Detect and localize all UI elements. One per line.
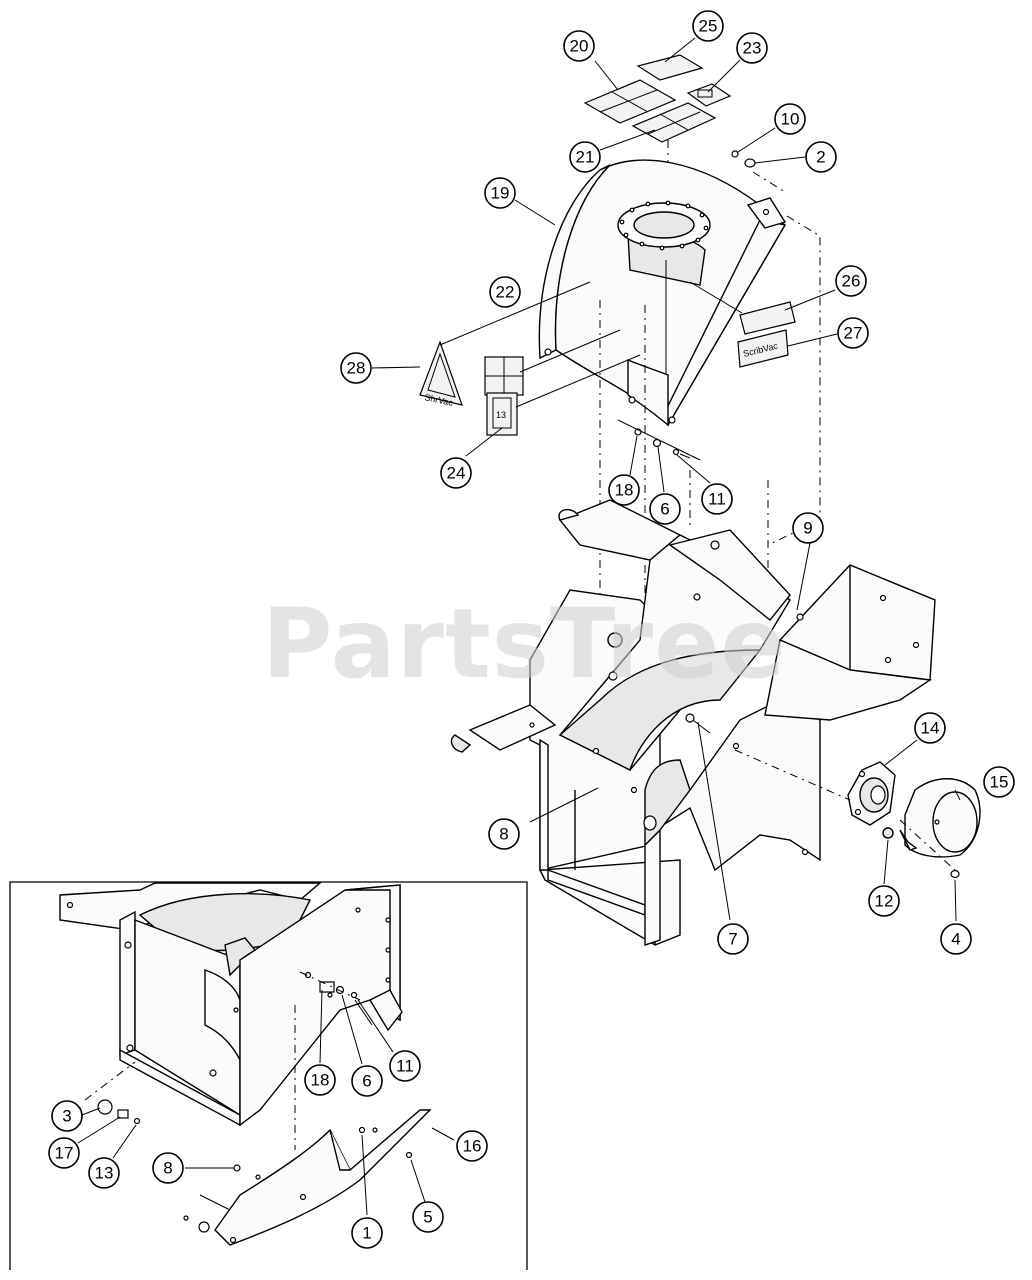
svg-text:6: 6 bbox=[362, 1072, 371, 1091]
callout-2[interactable]: 2 bbox=[805, 141, 837, 173]
svg-text:9: 9 bbox=[803, 519, 812, 538]
callout-8-inset[interactable]: 8 bbox=[152, 1152, 184, 1184]
svg-text:7: 7 bbox=[728, 930, 737, 949]
callout-23[interactable]: 23 bbox=[736, 32, 768, 64]
inset-detail bbox=[9, 881, 528, 1270]
callouts: 20 25 23 10 2 21 19 22 26 27 28 24 18 6 … bbox=[48, 10, 1015, 1249]
callout-15[interactable]: 15 bbox=[983, 766, 1015, 798]
callout-25[interactable]: 25 bbox=[692, 10, 724, 42]
callout-13[interactable]: 13 bbox=[88, 1157, 120, 1189]
callout-12[interactable]: 12 bbox=[868, 885, 900, 917]
callout-7[interactable]: 7 bbox=[717, 923, 749, 955]
svg-text:12: 12 bbox=[875, 892, 894, 911]
callout-20[interactable]: 20 bbox=[563, 30, 595, 62]
callout-18-inset[interactable]: 18 bbox=[304, 1064, 336, 1096]
svg-text:11: 11 bbox=[396, 1057, 414, 1076]
housing-assembly bbox=[450, 499, 936, 946]
svg-text:15: 15 bbox=[990, 773, 1009, 792]
callout-18[interactable]: 18 bbox=[608, 474, 640, 506]
chute-assembly: ScribVac ShrVac 13 bbox=[419, 54, 796, 461]
decal-28 bbox=[419, 340, 463, 406]
svg-text:24: 24 bbox=[447, 464, 466, 483]
svg-text:13: 13 bbox=[95, 1164, 114, 1183]
decal-27 bbox=[737, 329, 789, 368]
leader-lines bbox=[77, 37, 961, 1216]
svg-text:19: 19 bbox=[491, 184, 510, 203]
svg-text:23: 23 bbox=[743, 39, 762, 58]
callout-5[interactable]: 5 bbox=[412, 1201, 444, 1233]
callout-11[interactable]: 11 bbox=[701, 483, 733, 515]
decal-25 bbox=[636, 54, 704, 81]
callout-9[interactable]: 9 bbox=[792, 512, 824, 544]
svg-text:17: 17 bbox=[55, 1144, 74, 1163]
svg-text:4: 4 bbox=[951, 930, 960, 949]
callout-24[interactable]: 24 bbox=[440, 457, 472, 489]
callout-21[interactable]: 21 bbox=[569, 141, 601, 173]
svg-text:8: 8 bbox=[499, 825, 508, 844]
svg-text:11: 11 bbox=[708, 490, 726, 509]
svg-text:13: 13 bbox=[496, 410, 506, 420]
callout-6[interactable]: 6 bbox=[649, 493, 681, 525]
svg-text:18: 18 bbox=[311, 1071, 330, 1090]
svg-text:27: 27 bbox=[844, 324, 863, 343]
svg-text:10: 10 bbox=[781, 110, 800, 129]
svg-text:21: 21 bbox=[576, 148, 595, 167]
blade-plate bbox=[214, 1109, 432, 1246]
svg-text:2: 2 bbox=[816, 148, 825, 167]
svg-text:3: 3 bbox=[62, 1107, 71, 1126]
callout-8[interactable]: 8 bbox=[488, 818, 520, 850]
svg-text:25: 25 bbox=[699, 17, 718, 36]
svg-text:5: 5 bbox=[423, 1208, 432, 1227]
callout-26[interactable]: 26 bbox=[835, 265, 867, 297]
callout-4[interactable]: 4 bbox=[940, 923, 972, 955]
svg-text:1: 1 bbox=[362, 1224, 371, 1243]
callout-16[interactable]: 16 bbox=[456, 1130, 488, 1162]
callout-28[interactable]: 28 bbox=[340, 352, 372, 384]
decal-26 bbox=[739, 301, 796, 335]
svg-text:22: 22 bbox=[496, 283, 515, 302]
svg-text:28: 28 bbox=[347, 359, 366, 378]
callout-6-inset[interactable]: 6 bbox=[351, 1065, 383, 1097]
callout-14[interactable]: 14 bbox=[914, 712, 946, 744]
svg-text:20: 20 bbox=[570, 37, 589, 56]
callout-22[interactable]: 22 bbox=[489, 276, 521, 308]
svg-text:26: 26 bbox=[842, 272, 861, 291]
svg-text:8: 8 bbox=[163, 1159, 172, 1178]
callout-27[interactable]: 27 bbox=[837, 317, 869, 349]
callout-19[interactable]: 19 bbox=[484, 177, 516, 209]
svg-text:16: 16 bbox=[463, 1137, 482, 1156]
watermark: PartsTree bbox=[262, 588, 786, 700]
callout-3[interactable]: 3 bbox=[51, 1100, 83, 1132]
callout-17[interactable]: 17 bbox=[48, 1137, 80, 1169]
callout-11-inset[interactable]: 11 bbox=[389, 1050, 421, 1082]
svg-text:6: 6 bbox=[660, 500, 669, 519]
callout-10[interactable]: 10 bbox=[774, 103, 806, 135]
callout-1[interactable]: 1 bbox=[351, 1217, 383, 1249]
decal-23 bbox=[686, 83, 732, 107]
svg-text:14: 14 bbox=[921, 719, 940, 738]
svg-text:18: 18 bbox=[615, 481, 634, 500]
bearing-and-cover bbox=[734, 749, 981, 879]
